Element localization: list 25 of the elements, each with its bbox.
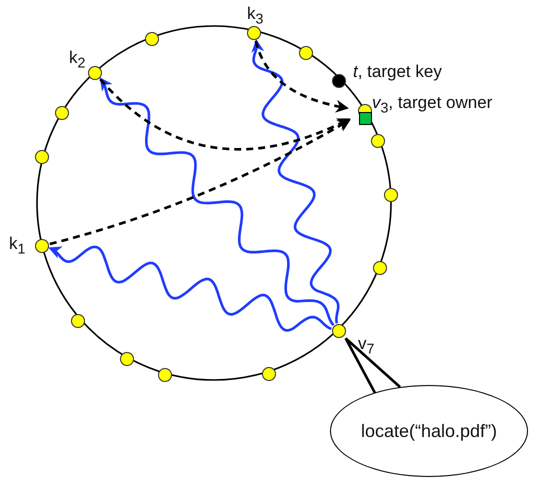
ring-node <box>262 367 276 381</box>
ring-node <box>371 134 385 148</box>
node-label: k$_{3}$ <box>247 4 264 30</box>
node-label: k$_{1}$ <box>9 234 26 260</box>
ring-node <box>120 352 134 366</box>
ring-node <box>71 314 85 328</box>
ring-node <box>373 261 387 275</box>
ring-node <box>145 32 159 46</box>
speech-bubble: locate(“halo.pdf”) <box>330 385 528 477</box>
arrow <box>99 78 350 150</box>
arrow <box>49 119 351 246</box>
node-label: k$_{2}$ <box>69 48 86 74</box>
ring-node <box>55 106 69 120</box>
node-label: v$_{7}$ <box>358 334 374 360</box>
wavy-arrow <box>48 246 332 332</box>
node-label: v$_{3}$, target owner <box>372 93 492 118</box>
ring-node <box>158 368 172 382</box>
ring-node <box>299 46 313 60</box>
ring-node <box>35 150 49 164</box>
wavy-arrow <box>251 39 340 324</box>
arrow <box>254 40 349 112</box>
ring-node <box>384 188 398 202</box>
wavy-arrow <box>100 77 335 326</box>
callout-tail <box>344 337 401 394</box>
node-label: t, target key <box>353 62 442 82</box>
